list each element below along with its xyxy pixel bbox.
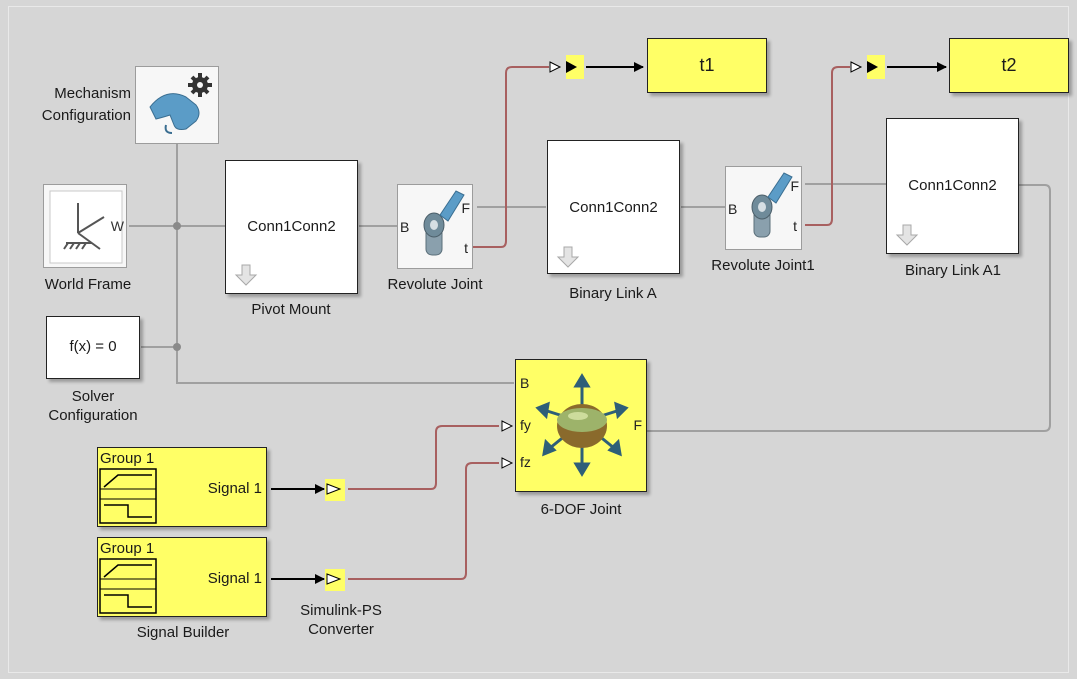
mechanism-config-label-1: Mechanism bbox=[54, 85, 131, 102]
signal-builder-2-group: Group 1 bbox=[100, 540, 155, 557]
down-arrow-icon bbox=[234, 264, 258, 286]
signal-builder-1-block[interactable]: Group 1 Signal 1 bbox=[97, 447, 267, 527]
six-dof-port-fz: fz bbox=[520, 454, 531, 470]
down-arrow-icon bbox=[895, 224, 919, 246]
signal-builder-2-block[interactable]: Group 1 Signal 1 bbox=[97, 537, 267, 617]
down-arrow-icon bbox=[556, 246, 580, 268]
revolute-port-f: F bbox=[461, 200, 470, 216]
t2-text: t2 bbox=[1001, 55, 1017, 75]
binary-link-a1-block[interactable]: Conn1Conn2 bbox=[886, 118, 1019, 254]
fz-signal-line bbox=[348, 462, 499, 580]
solver-text: f(x) = 0 bbox=[69, 338, 117, 355]
signal-builder-label: Signal Builder bbox=[136, 624, 230, 641]
t1-signal-line bbox=[471, 66, 549, 248]
t1-text: t1 bbox=[699, 55, 715, 75]
fy-port-triangle bbox=[501, 420, 514, 432]
six-dof-input-ports bbox=[501, 420, 514, 469]
binary-link-a1-label: Binary Link A1 bbox=[905, 262, 1001, 279]
binary-link-a1-ports: Conn1Conn2 bbox=[908, 177, 997, 194]
six-dof-port-b: B bbox=[520, 375, 530, 391]
simulink-port-solid bbox=[867, 61, 878, 73]
mechanism-config-label-2: Configuration bbox=[41, 107, 131, 124]
ps-port-hollow bbox=[549, 61, 562, 73]
binary-link-a-label: Binary Link A bbox=[569, 285, 657, 302]
junction-dot bbox=[173, 222, 181, 230]
signal-builder-2-signal: Signal 1 bbox=[207, 570, 262, 587]
pivot-mount-ports: Conn1Conn2 bbox=[247, 218, 336, 235]
signal-waveform-icon bbox=[99, 468, 157, 524]
revolute-joint1-block[interactable]: B F t bbox=[725, 166, 802, 250]
t2-signal-line bbox=[805, 66, 850, 226]
world-frame-block[interactable]: W bbox=[43, 184, 127, 268]
physical-connections bbox=[129, 139, 1051, 432]
ps-signal-connections bbox=[348, 66, 850, 580]
simulink-ps-converters bbox=[325, 479, 345, 591]
output-block-t1[interactable]: t1 bbox=[647, 38, 767, 93]
pivot-mount-label: Pivot Mount bbox=[251, 301, 331, 318]
simulink-port-solid bbox=[566, 61, 577, 73]
signal-builder-1-signal: Signal 1 bbox=[207, 480, 262, 497]
signal-builder-1-group: Group 1 bbox=[100, 450, 155, 467]
six-dof-sphere-icon bbox=[535, 373, 629, 477]
junction-dot bbox=[173, 343, 181, 351]
six-dof-label: 6-DOF Joint bbox=[540, 501, 622, 518]
world-frame-axes-icon bbox=[49, 190, 123, 264]
revolute-joint1-label: Revolute Joint1 bbox=[711, 257, 815, 274]
revolute-port-t: t bbox=[464, 240, 468, 256]
pivot-mount-block[interactable]: Conn1Conn2 bbox=[225, 160, 358, 294]
solver-label-1: Solver bbox=[71, 388, 115, 405]
converter-label-2: Converter bbox=[308, 621, 374, 638]
binary-link-a-block[interactable]: Conn1Conn2 bbox=[547, 140, 680, 274]
converter-port bbox=[326, 483, 342, 495]
converter-label-1: Simulink-PS bbox=[300, 602, 382, 619]
revolute1-port-f: F bbox=[790, 178, 799, 194]
revolute-joint-icon bbox=[751, 172, 793, 238]
fz-port-triangle bbox=[501, 457, 514, 469]
model-canvas[interactable]: Mechanism Configuration W World Frame f(… bbox=[8, 6, 1069, 673]
revolute-joint-block[interactable]: B F t bbox=[397, 184, 473, 269]
converter-port bbox=[326, 573, 342, 585]
solver-config-label: Solver Configuration bbox=[23, 387, 163, 425]
binary-link-a-ports: Conn1Conn2 bbox=[569, 199, 658, 216]
revolute-joint-label: Revolute Joint bbox=[387, 276, 483, 293]
mechanism-config-line bbox=[176, 139, 514, 384]
ps-simulink-converters bbox=[549, 55, 885, 79]
gear-icon bbox=[188, 73, 212, 97]
output-block-t2[interactable]: t2 bbox=[949, 38, 1069, 93]
link1-to-6dof-line bbox=[645, 184, 1051, 432]
simulink-connections bbox=[271, 62, 947, 584]
revolute1-port-b: B bbox=[728, 201, 738, 217]
fy-signal-line bbox=[348, 425, 499, 490]
world-frame-label: World Frame bbox=[44, 276, 132, 293]
solver-config-block[interactable]: f(x) = 0 bbox=[46, 316, 140, 379]
world-port-w: W bbox=[110, 218, 124, 234]
six-dof-port-fy: fy bbox=[520, 417, 531, 433]
signal-waveform-icon bbox=[99, 558, 157, 614]
junction-dots bbox=[173, 222, 181, 351]
revolute-port-b: B bbox=[400, 219, 410, 235]
six-dof-joint-block[interactable]: B fy fz F bbox=[515, 359, 647, 492]
mechanism-config-block[interactable] bbox=[135, 66, 219, 144]
six-dof-port-f: F bbox=[633, 417, 642, 433]
ps-port-hollow bbox=[850, 61, 863, 73]
converter-label: Simulink-PS Converter bbox=[271, 601, 411, 639]
mechanism-config-label: Mechanism Configuration bbox=[19, 83, 131, 127]
revolute-joint-icon bbox=[423, 190, 465, 256]
mechanism-config-icon bbox=[149, 73, 212, 134]
solver-label-2: Configuration bbox=[48, 407, 138, 424]
wires-layer bbox=[129, 55, 1051, 591]
revolute1-port-t: t bbox=[793, 218, 797, 234]
